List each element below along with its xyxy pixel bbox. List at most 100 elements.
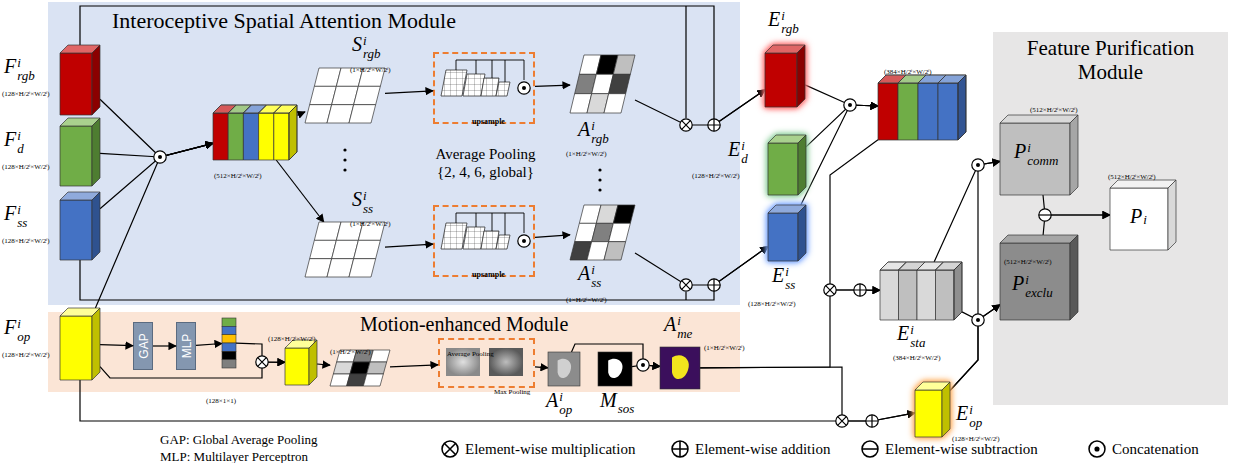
symbol-base: P — [1012, 272, 1024, 294]
symbol-base: S — [352, 33, 362, 55]
subscript: d — [741, 152, 748, 165]
label-group: (128×H/2ⁱ×W/2ⁱ) — [2, 343, 50, 361]
connector — [390, 365, 438, 367]
note-text: GAP: Global Average Pooling — [160, 432, 318, 447]
node-shape — [598, 352, 632, 386]
symbol-base: F — [4, 316, 16, 338]
label-group: (512×H/2ⁱ×W/2ⁱ) — [214, 164, 262, 182]
superscript: i — [1027, 141, 1058, 154]
superscript: i — [1025, 273, 1052, 286]
subscript: rgb — [591, 132, 609, 145]
label-group: Average Pooling {2, 4, 6, global} — [428, 145, 543, 182]
symbol-base: A — [578, 118, 590, 140]
purified-feature: Piexclu(512×H/2ⁱ×W/2ⁱ) — [1000, 235, 1078, 320]
label-group: Eista — [897, 322, 925, 349]
subscript: op — [969, 416, 982, 429]
dimension-label: (1×H/2ⁱ×W/2ⁱ) — [350, 220, 391, 228]
label-group: Eid — [728, 138, 748, 165]
symbol-base: A — [546, 389, 558, 411]
connector — [806, 105, 878, 147]
label-group: (384×H/2ⁱ×W/2ⁱ) — [884, 60, 932, 78]
symbol-base: F — [4, 202, 16, 224]
label-group: MLP — [177, 334, 195, 359]
subscript: op — [17, 330, 30, 343]
dimension-label: (128×H/2ⁱ×W/2ⁱ) — [748, 300, 796, 308]
superscript: i — [591, 119, 609, 132]
feature-map: Fid(128×H/2ⁱ×W/2ⁱ) — [60, 118, 100, 186]
script-stack: iop — [559, 390, 572, 416]
label-group: (1×H/2ⁱ×W/2ⁱ) — [566, 288, 607, 306]
node-shape — [768, 135, 806, 195]
superscript: i — [17, 317, 30, 330]
script-stack: iop — [969, 403, 982, 429]
label-group: Average Pooling — [447, 342, 494, 360]
node-shape — [305, 68, 385, 123]
connector — [635, 247, 768, 286]
enhanced-feature: Eista(384×H/2ⁱ×W/2ⁱ) — [880, 262, 962, 320]
subscript: sta — [910, 336, 925, 349]
legend-entry: Concatenation — [1112, 440, 1199, 458]
script-stack: i — [1143, 213, 1147, 226]
superscript: i — [559, 390, 572, 403]
symbol-base: M — [600, 389, 617, 411]
annotation: Average Pooling {2, 4, 6, global} — [435, 146, 535, 180]
concat-features: (384×H/2ⁱ×W/2ⁱ) — [878, 75, 966, 140]
label-group: upsample — [472, 263, 505, 281]
spatial-map: Siss(1×H/2ⁱ×W/2ⁱ) — [305, 222, 385, 277]
label-group: (128×1×1) — [206, 389, 236, 407]
connector — [95, 143, 213, 308]
connector — [100, 143, 213, 209]
label-group: MLP: Multilayer Perceptron — [160, 447, 308, 463]
connector — [1043, 195, 1110, 215]
feature-map: Fiop(128×H/2ⁱ×W/2ⁱ) — [60, 308, 100, 380]
module-region: Interoceptive Spatial Attention Module(5… — [48, 2, 740, 305]
legend-symbols — [442, 441, 1105, 457]
dimension-label: (128×H/2ⁱ×W/2ⁱ) — [2, 163, 50, 171]
label-group: Sirgb — [352, 33, 381, 60]
script-stack: irgb — [17, 56, 35, 82]
pooling-map — [446, 348, 480, 376]
subscript: op — [559, 403, 572, 416]
dimension-label: (1×H/2ⁱ×W/2ⁱ) — [330, 348, 371, 356]
node-label: upsample — [472, 117, 505, 126]
symbol-base: E — [897, 322, 909, 344]
purified-feature: Picomm(512×H/2ⁱ×W/2ⁱ) — [1000, 115, 1078, 195]
connector — [830, 140, 880, 290]
dimension-label: (1×H/2ⁱ×W/2ⁱ) — [566, 150, 607, 158]
label-group: (1×H/2ⁱ×W/2ⁱ) — [350, 58, 391, 76]
label-group: Fiop — [4, 316, 30, 343]
dimension-label: (1×H/2ⁱ×W/2ⁱ) — [704, 344, 745, 352]
spatial-map: Sirgb(1×H/2ⁱ×W/2ⁱ) — [305, 68, 385, 123]
label-group: Airgb — [578, 118, 609, 145]
feature-map: (128×H/2ⁱ×W/2ⁱ) — [285, 340, 317, 385]
connector — [80, 380, 915, 421]
label-group: (128×H/2ⁱ×W/2ⁱ) — [692, 164, 740, 182]
legend-text: Element-wise multiplication — [465, 441, 635, 457]
node-shape — [570, 205, 635, 260]
script-stack: iexclu — [1025, 273, 1052, 299]
node-label: GAP — [137, 333, 151, 358]
label-group: Feature Purification Module — [998, 36, 1223, 84]
symbol-base: E — [768, 8, 780, 30]
label-group: Eiop — [956, 402, 982, 429]
feature-map: Firgb(128×H/2ⁱ×W/2ⁱ) — [60, 45, 100, 115]
dimension-label: (384×H/2ⁱ×W/2ⁱ) — [884, 68, 932, 76]
channel-vector: (128×1×1) — [222, 318, 236, 368]
superscript: i — [17, 129, 24, 142]
connector — [801, 105, 878, 205]
dimension-label: (1×H/2ⁱ×W/2ⁱ) — [566, 296, 607, 304]
label-group: (1×H/2ⁱ×W/2ⁱ) — [704, 336, 745, 354]
note-text: MLP: Multilayer Perceptron — [160, 449, 308, 463]
connector — [934, 161, 1000, 262]
node-shape — [60, 192, 100, 260]
node-shape — [660, 347, 700, 389]
superscript: i — [591, 263, 601, 276]
connector — [297, 112, 305, 115]
node-shape — [1110, 180, 1176, 250]
script-stack: sos — [618, 402, 635, 415]
connector — [950, 161, 1000, 390]
connector — [317, 364, 330, 365]
node-shape — [60, 118, 100, 186]
label-group: (128×H/2ⁱ×W/2ⁱ) — [2, 155, 50, 173]
label-group: Msos — [600, 389, 634, 415]
